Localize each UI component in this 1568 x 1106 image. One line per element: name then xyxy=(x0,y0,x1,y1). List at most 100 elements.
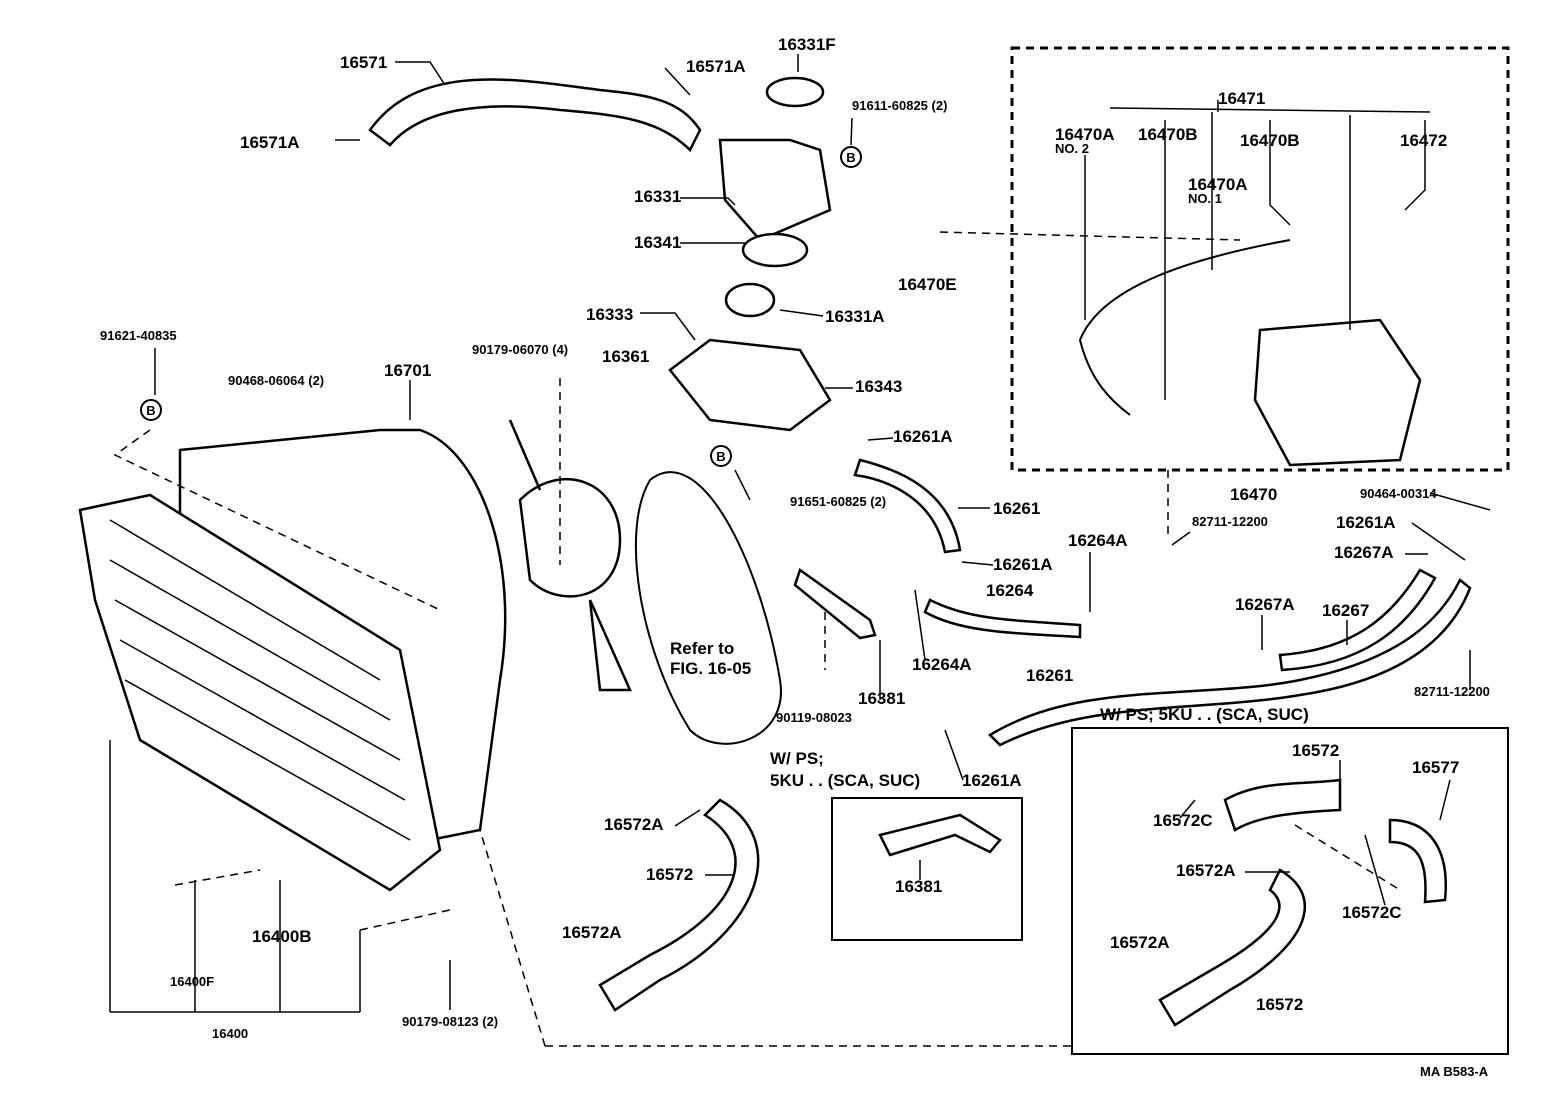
gasket-16341 xyxy=(741,232,809,268)
bolt-marker-circle xyxy=(140,399,162,421)
lower-hose-16572 xyxy=(598,798,760,1012)
hose-16261-upper xyxy=(853,458,962,554)
part-label: W/ PS; 5KU . . (SCA, SUC) xyxy=(1100,705,1309,724)
part-label: 91651-60825 (2) xyxy=(790,494,886,509)
part-label: 82711-12200 xyxy=(1414,684,1490,699)
part-label: 16361 xyxy=(602,347,649,366)
part-label: 16333 xyxy=(586,305,633,324)
part-label: 16261A xyxy=(893,427,953,446)
part-label: 16471 xyxy=(1218,89,1265,108)
part-label: 91621-40835 xyxy=(100,328,177,343)
fan-16361 xyxy=(508,419,632,692)
part-label: 16261 xyxy=(1026,666,1073,685)
radiator-cap-16331f xyxy=(765,76,825,108)
reserve-tank-hose xyxy=(1078,239,1291,416)
part-label: 90179-08123 (2) xyxy=(402,1014,498,1029)
part-label: Refer to xyxy=(670,639,734,658)
part-label: 5KU . . (SCA, SUC) xyxy=(770,771,920,790)
hose-16264 xyxy=(923,598,1082,639)
part-label: 90179-06070 (4) xyxy=(472,342,568,357)
ps-variant-hose-box xyxy=(1071,727,1509,1055)
bolt-marker-circle xyxy=(710,445,732,467)
part-label: 16472 xyxy=(1400,131,1447,150)
part-label: 16470A xyxy=(1188,175,1248,194)
part-label: 16341 xyxy=(634,233,681,252)
part-label: 16572A xyxy=(604,815,664,834)
ps-hose-16577 xyxy=(1388,818,1447,904)
part-label: 16331 xyxy=(634,187,681,206)
part-label: 82711-12200 xyxy=(1192,514,1268,529)
part-label: 90468-06064 (2) xyxy=(228,373,324,388)
radiator-core-grid xyxy=(109,519,411,841)
part-label: 16400F xyxy=(170,974,214,989)
part-labels: 16571 16571A 16331F 91611-60825 (2) 16571A 16… xyxy=(100,35,1490,1079)
part-label: 16577 xyxy=(1412,758,1459,777)
part-label: 16470B xyxy=(1240,131,1300,150)
part-label: 16572A xyxy=(1110,933,1170,952)
part-label: 16572 xyxy=(1256,995,1303,1014)
part-label: 16343 xyxy=(855,377,902,396)
part-label: 16261 xyxy=(993,499,1040,518)
part-label: 16264A xyxy=(1068,531,1128,550)
part-label: 16267A xyxy=(1235,595,1295,614)
ps-hose-16572 xyxy=(1223,778,1342,832)
part-label: 16572C xyxy=(1342,903,1402,922)
bolt-marker-circle xyxy=(840,146,862,168)
part-label: 16267A xyxy=(1334,543,1394,562)
water-outlet-16331 xyxy=(718,138,832,242)
bolt-markers: B B B xyxy=(140,146,862,467)
part-label: 16264 xyxy=(986,581,1034,600)
part-label: 16261A xyxy=(1336,513,1396,532)
part-label: 16264A xyxy=(912,655,972,674)
thermostat-16331a xyxy=(724,282,776,318)
part-label: 16572C xyxy=(1153,811,1213,830)
part-label: 91611-60825 (2) xyxy=(852,98,947,113)
part-label: 16400B xyxy=(252,927,312,946)
part-label: 16572A xyxy=(1176,861,1236,880)
water-inlet-16333 xyxy=(668,338,832,432)
part-label: 16331A xyxy=(825,307,885,326)
part-label: 16261A xyxy=(962,771,1022,790)
part-label: 16701 xyxy=(384,361,431,380)
reserve-tank-16470 xyxy=(1253,318,1422,467)
part-label: 16572A xyxy=(562,923,622,942)
group-boxes xyxy=(831,46,1510,1055)
hose-16267 xyxy=(1278,568,1437,672)
part-label: 16470 xyxy=(1230,485,1277,504)
bolt-marker-letter: B xyxy=(716,449,725,464)
ps-hose-16572-lower xyxy=(1158,868,1307,1027)
parts-drawing xyxy=(78,76,1472,1027)
part-label: 16261A xyxy=(993,555,1053,574)
part-label: 90119-08023 xyxy=(776,710,852,725)
hose-16261-lower xyxy=(987,578,1472,747)
part-label: 16470A xyxy=(1055,125,1115,144)
part-label: 16470E xyxy=(898,275,957,294)
dashed-guides xyxy=(113,231,1401,1047)
part-label: 16571A xyxy=(686,57,746,76)
part-label: 16571A xyxy=(240,133,300,152)
bolt-marker-letter: B xyxy=(146,403,155,418)
part-label: 16572 xyxy=(1292,741,1339,760)
upper-hose-16571 xyxy=(368,78,702,153)
part-label: 16571 xyxy=(340,53,387,72)
figure-code: MA B583-A xyxy=(1420,1064,1489,1079)
part-label: 90464-00314 xyxy=(1360,486,1437,501)
part-label: NO. 1 xyxy=(1188,191,1222,206)
ps-variant-bracket-box xyxy=(831,797,1023,941)
part-label: 16381 xyxy=(858,689,905,708)
part-label: 16331F xyxy=(778,35,836,54)
part-label: 16572 xyxy=(646,865,693,884)
part-label: 16470B xyxy=(1138,125,1198,144)
ps-bracket-16381 xyxy=(878,813,1002,857)
part-label: FIG. 16-05 xyxy=(670,659,751,678)
v-belt xyxy=(634,471,782,745)
part-label: W/ PS; xyxy=(770,749,824,768)
bracket-16381 xyxy=(793,567,877,640)
part-label: 16381 xyxy=(895,877,942,896)
part-label: 16400 xyxy=(212,1026,248,1041)
reserve-tank-group-box xyxy=(1010,46,1510,472)
leader-lines xyxy=(109,54,1491,1013)
bolt-marker-letter: B xyxy=(846,150,855,165)
part-label: 16267 xyxy=(1322,601,1369,620)
